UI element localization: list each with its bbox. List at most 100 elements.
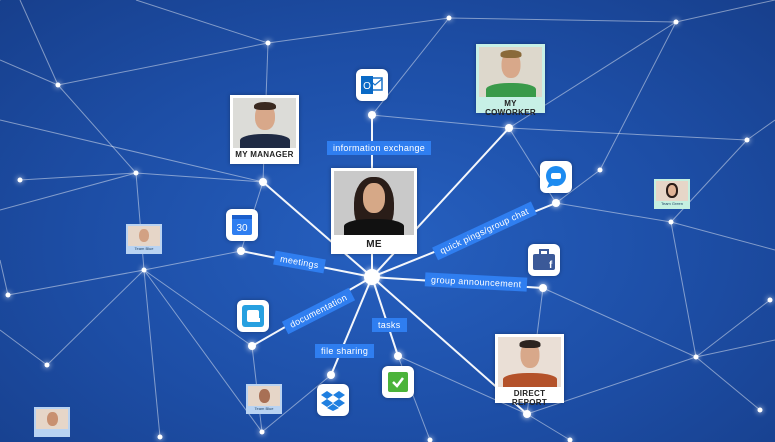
team-green-card[interactable]: Team Green — [654, 179, 690, 209]
team-card-bottom-left[interactable] — [34, 407, 70, 437]
mesh-edge — [143, 269, 253, 347]
connection-node — [539, 284, 547, 292]
mesh-edge — [135, 172, 145, 271]
mesh-edge — [555, 169, 601, 204]
manager-photo — [233, 98, 296, 148]
mesh-edge — [526, 413, 571, 441]
mesh-node — [141, 267, 147, 273]
dropbox-icon[interactable] — [317, 384, 349, 416]
mesh-edge — [508, 127, 748, 141]
team-blue-card-bottom[interactable]: Team Blue — [246, 384, 282, 414]
mesh-edge — [267, 17, 450, 44]
mesh-edge — [599, 21, 677, 171]
mesh-edge — [7, 269, 145, 296]
svg-text:f: f — [549, 260, 553, 271]
mesh-edge — [555, 202, 672, 223]
connection-node — [368, 111, 376, 119]
mesh-node — [17, 177, 23, 183]
mesh-edge — [19, 0, 59, 86]
mesh-node — [133, 170, 139, 176]
outlook-icon[interactable]: O — [356, 69, 388, 101]
mesh-node — [44, 362, 50, 368]
connection-edge — [371, 276, 399, 357]
mesh-node — [767, 297, 773, 303]
mesh-node — [668, 219, 674, 225]
calendar-icon[interactable]: 30 — [226, 209, 258, 241]
mesh-edge — [675, 0, 775, 23]
mesh-edge — [0, 259, 9, 296]
mesh-node — [673, 19, 679, 25]
mesh-node — [693, 354, 699, 360]
mesh-node — [427, 437, 433, 442]
team-blue-card-left[interactable]: Team Blue — [126, 224, 162, 254]
card-my-manager[interactable]: MY MANAGER — [230, 95, 299, 164]
team-blue-caption: Team Blue — [254, 406, 274, 411]
mesh-edge — [542, 287, 697, 358]
mesh-node — [567, 437, 573, 442]
mesh-node — [157, 434, 163, 440]
connection-node — [523, 410, 531, 418]
mesh-node — [597, 167, 603, 173]
mesh-edge — [695, 299, 771, 358]
mesh-node — [5, 292, 11, 298]
label-file-sharing: file sharing — [315, 344, 375, 358]
mesh-edge — [57, 84, 137, 174]
mesh-edge — [57, 42, 269, 86]
mesh-edge — [0, 59, 59, 86]
connection-node — [237, 247, 245, 255]
mesh-edge — [135, 172, 264, 183]
hub-node — [364, 269, 380, 285]
label-information-exchange: information exchange — [327, 141, 432, 155]
mesh-edge — [670, 221, 697, 358]
team-blue-caption: Team Blue — [134, 246, 154, 251]
mesh-node — [55, 82, 61, 88]
chat-bubble-icon[interactable] — [540, 161, 572, 193]
me-caption: ME — [366, 239, 382, 250]
mesh-edge — [371, 114, 510, 129]
quip-icon[interactable] — [237, 300, 269, 332]
mesh-node — [446, 15, 452, 21]
connection-node — [248, 342, 256, 350]
mesh-node — [744, 137, 750, 143]
mesh-edge — [143, 250, 242, 271]
mesh-edge — [19, 172, 137, 181]
checkmark-icon[interactable] — [382, 366, 414, 398]
connection-edge — [330, 276, 373, 376]
calendar-day: 30 — [236, 223, 248, 234]
mesh-edge — [0, 119, 264, 183]
mesh-edge — [143, 269, 161, 438]
card-my-coworker[interactable]: MY COWORKER — [476, 44, 545, 117]
manager-caption: MY MANAGER — [235, 150, 294, 159]
mesh-node — [757, 407, 763, 413]
mesh-edge — [695, 339, 775, 358]
mesh-edge — [135, 0, 269, 44]
mesh-edge — [143, 269, 263, 433]
connection-node — [259, 178, 267, 186]
mesh-node — [259, 429, 265, 435]
mesh-edge — [397, 355, 528, 415]
mesh-edge — [746, 119, 775, 141]
connection-edge — [262, 181, 373, 278]
coworker-caption: MY COWORKER — [485, 99, 536, 117]
mesh-edge — [526, 356, 697, 415]
coworker-photo — [479, 47, 542, 97]
direct-report-caption: DIRECT REPORT — [511, 389, 548, 407]
card-me[interactable]: ME — [331, 168, 417, 254]
team-green-caption: Team Green — [660, 201, 683, 206]
facebook-groups-icon[interactable]: f — [528, 244, 560, 276]
mesh-node — [265, 40, 271, 46]
label-tasks: tasks — [372, 318, 407, 332]
connection-node — [552, 199, 560, 207]
me-photo — [334, 171, 414, 235]
mesh-edge — [670, 221, 775, 251]
mesh-edge — [0, 329, 48, 366]
mesh-edge — [46, 269, 145, 366]
mesh-edge — [695, 356, 761, 411]
card-direct-report[interactable]: DIRECT REPORT — [495, 334, 564, 407]
connection-node — [394, 352, 402, 360]
svg-text:O: O — [363, 81, 371, 92]
connection-node — [327, 371, 335, 379]
mesh-edge — [0, 172, 137, 211]
mesh-edge — [448, 17, 677, 23]
direct-report-photo — [498, 337, 561, 387]
